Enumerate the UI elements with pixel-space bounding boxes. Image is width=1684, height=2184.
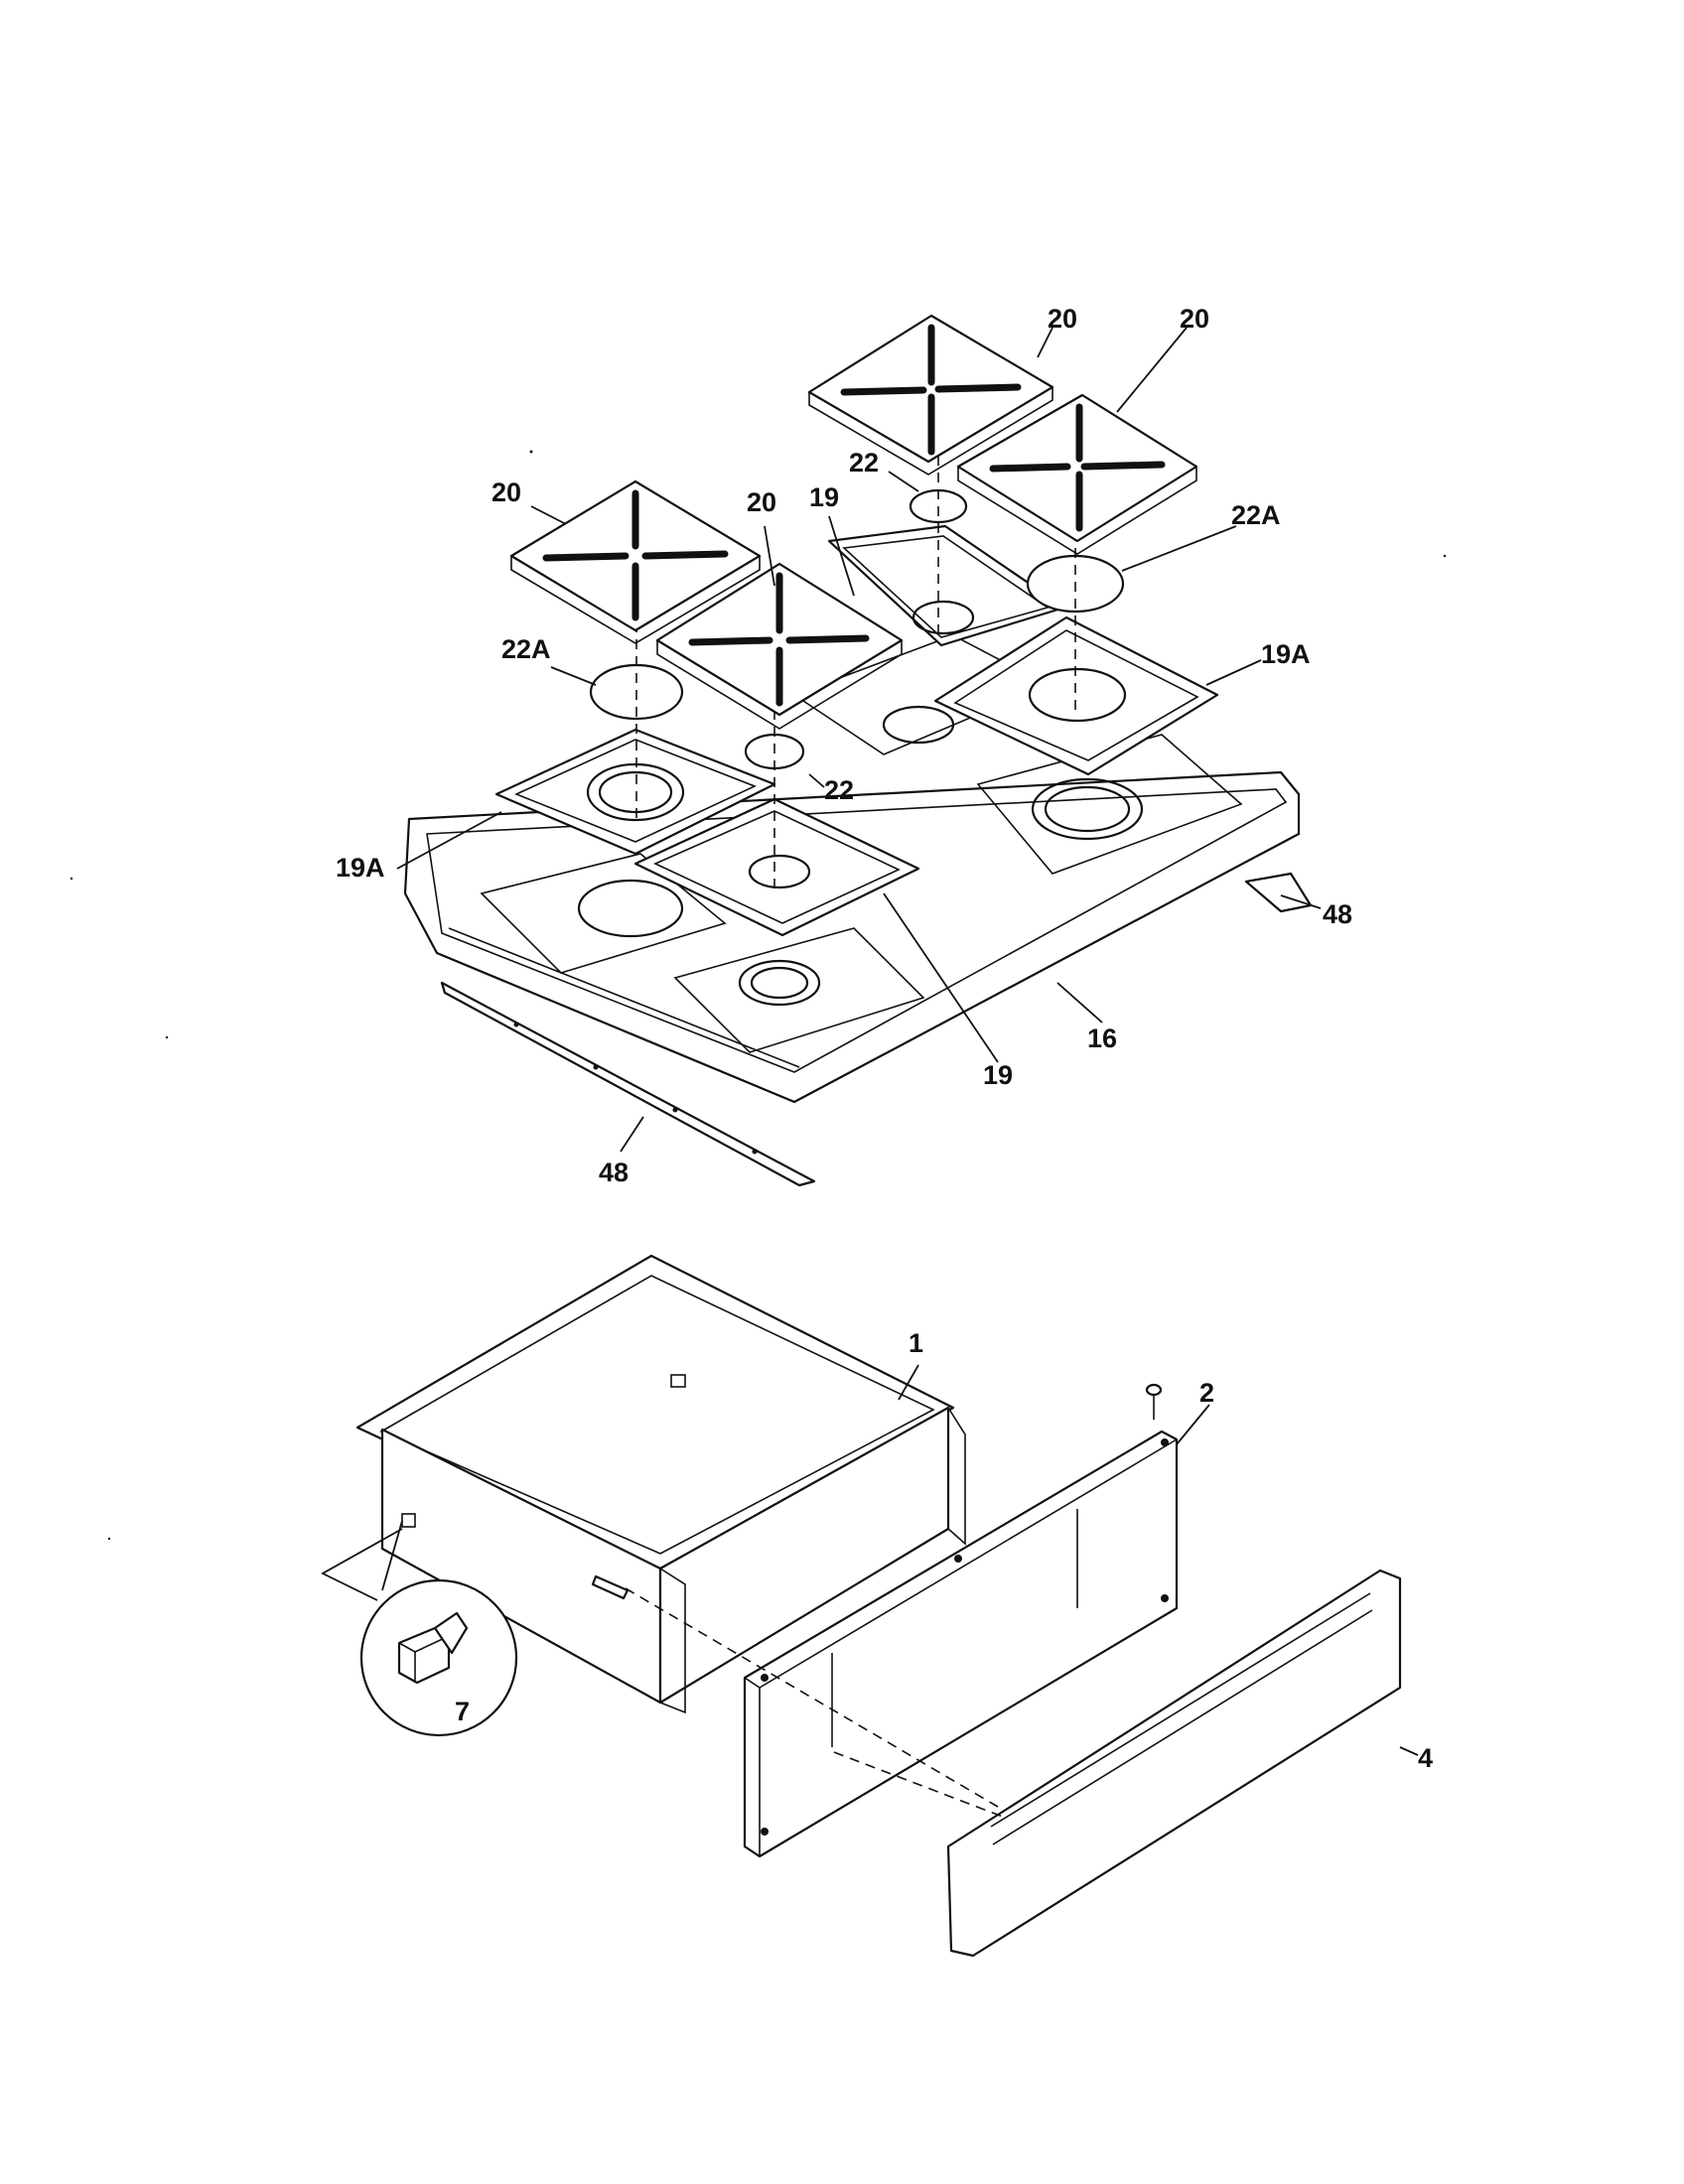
burner-tray-large-right bbox=[933, 615, 1219, 776]
side-trim-strip bbox=[1244, 872, 1313, 913]
callout-cap-back: 22 bbox=[849, 448, 879, 478]
drawer-clip-detail bbox=[359, 1578, 518, 1737]
callout-grate-center: 20 bbox=[747, 487, 776, 517]
callout-drawer-body: 1 bbox=[909, 1328, 923, 1358]
callout-drawer-front: 4 bbox=[1418, 1743, 1433, 1773]
drawer-side-screw-icon bbox=[591, 1574, 630, 1600]
callout-tray-large-left: 19A bbox=[336, 853, 385, 883]
callout-strip-right: 48 bbox=[1323, 899, 1352, 929]
callout-grate-top-right: 20 bbox=[1180, 304, 1209, 334]
drawer-front-panel bbox=[946, 1569, 1402, 1958]
scan-speck bbox=[165, 1035, 169, 1039]
callout-drawer-clip: 7 bbox=[455, 1697, 470, 1726]
burner-tray-front bbox=[633, 797, 920, 937]
callout-tray-large-right: 19A bbox=[1261, 639, 1311, 669]
grate-left bbox=[509, 479, 762, 644]
callout-cap-front: 22 bbox=[824, 775, 854, 805]
callout-cap-large-left: 22A bbox=[501, 634, 551, 664]
leader-lines-top bbox=[396, 327, 1322, 1153]
grate-top-left bbox=[807, 314, 1054, 476]
grate-center bbox=[655, 562, 904, 730]
callout-cap-large-right: 22A bbox=[1231, 500, 1281, 530]
leader-lines-bottom bbox=[321, 1364, 1419, 1756]
drawer-body bbox=[355, 1254, 966, 1714]
callout-grate-top-left: 20 bbox=[1048, 304, 1077, 334]
callout-tray-back: 19 bbox=[809, 482, 839, 512]
scan-speck bbox=[107, 1537, 111, 1541]
callout-screw: 2 bbox=[1199, 1378, 1214, 1408]
callout-grate-left: 20 bbox=[491, 478, 521, 507]
scan-speck bbox=[70, 877, 73, 881]
callout-strip-left: 48 bbox=[599, 1158, 629, 1187]
callout-top-panel: 16 bbox=[1087, 1024, 1117, 1053]
drawer-front-frame bbox=[743, 1430, 1179, 1858]
cooktop-panel bbox=[403, 634, 1301, 1104]
alignment-lines-bottom bbox=[625, 1587, 1004, 1818]
callout-tray-front: 19 bbox=[983, 1060, 1013, 1090]
grate-top-right bbox=[956, 393, 1198, 555]
front-trim-strip bbox=[440, 981, 816, 1187]
screw-icon bbox=[1145, 1383, 1163, 1420]
scan-speck bbox=[1443, 554, 1447, 558]
scan-speck bbox=[529, 450, 533, 454]
